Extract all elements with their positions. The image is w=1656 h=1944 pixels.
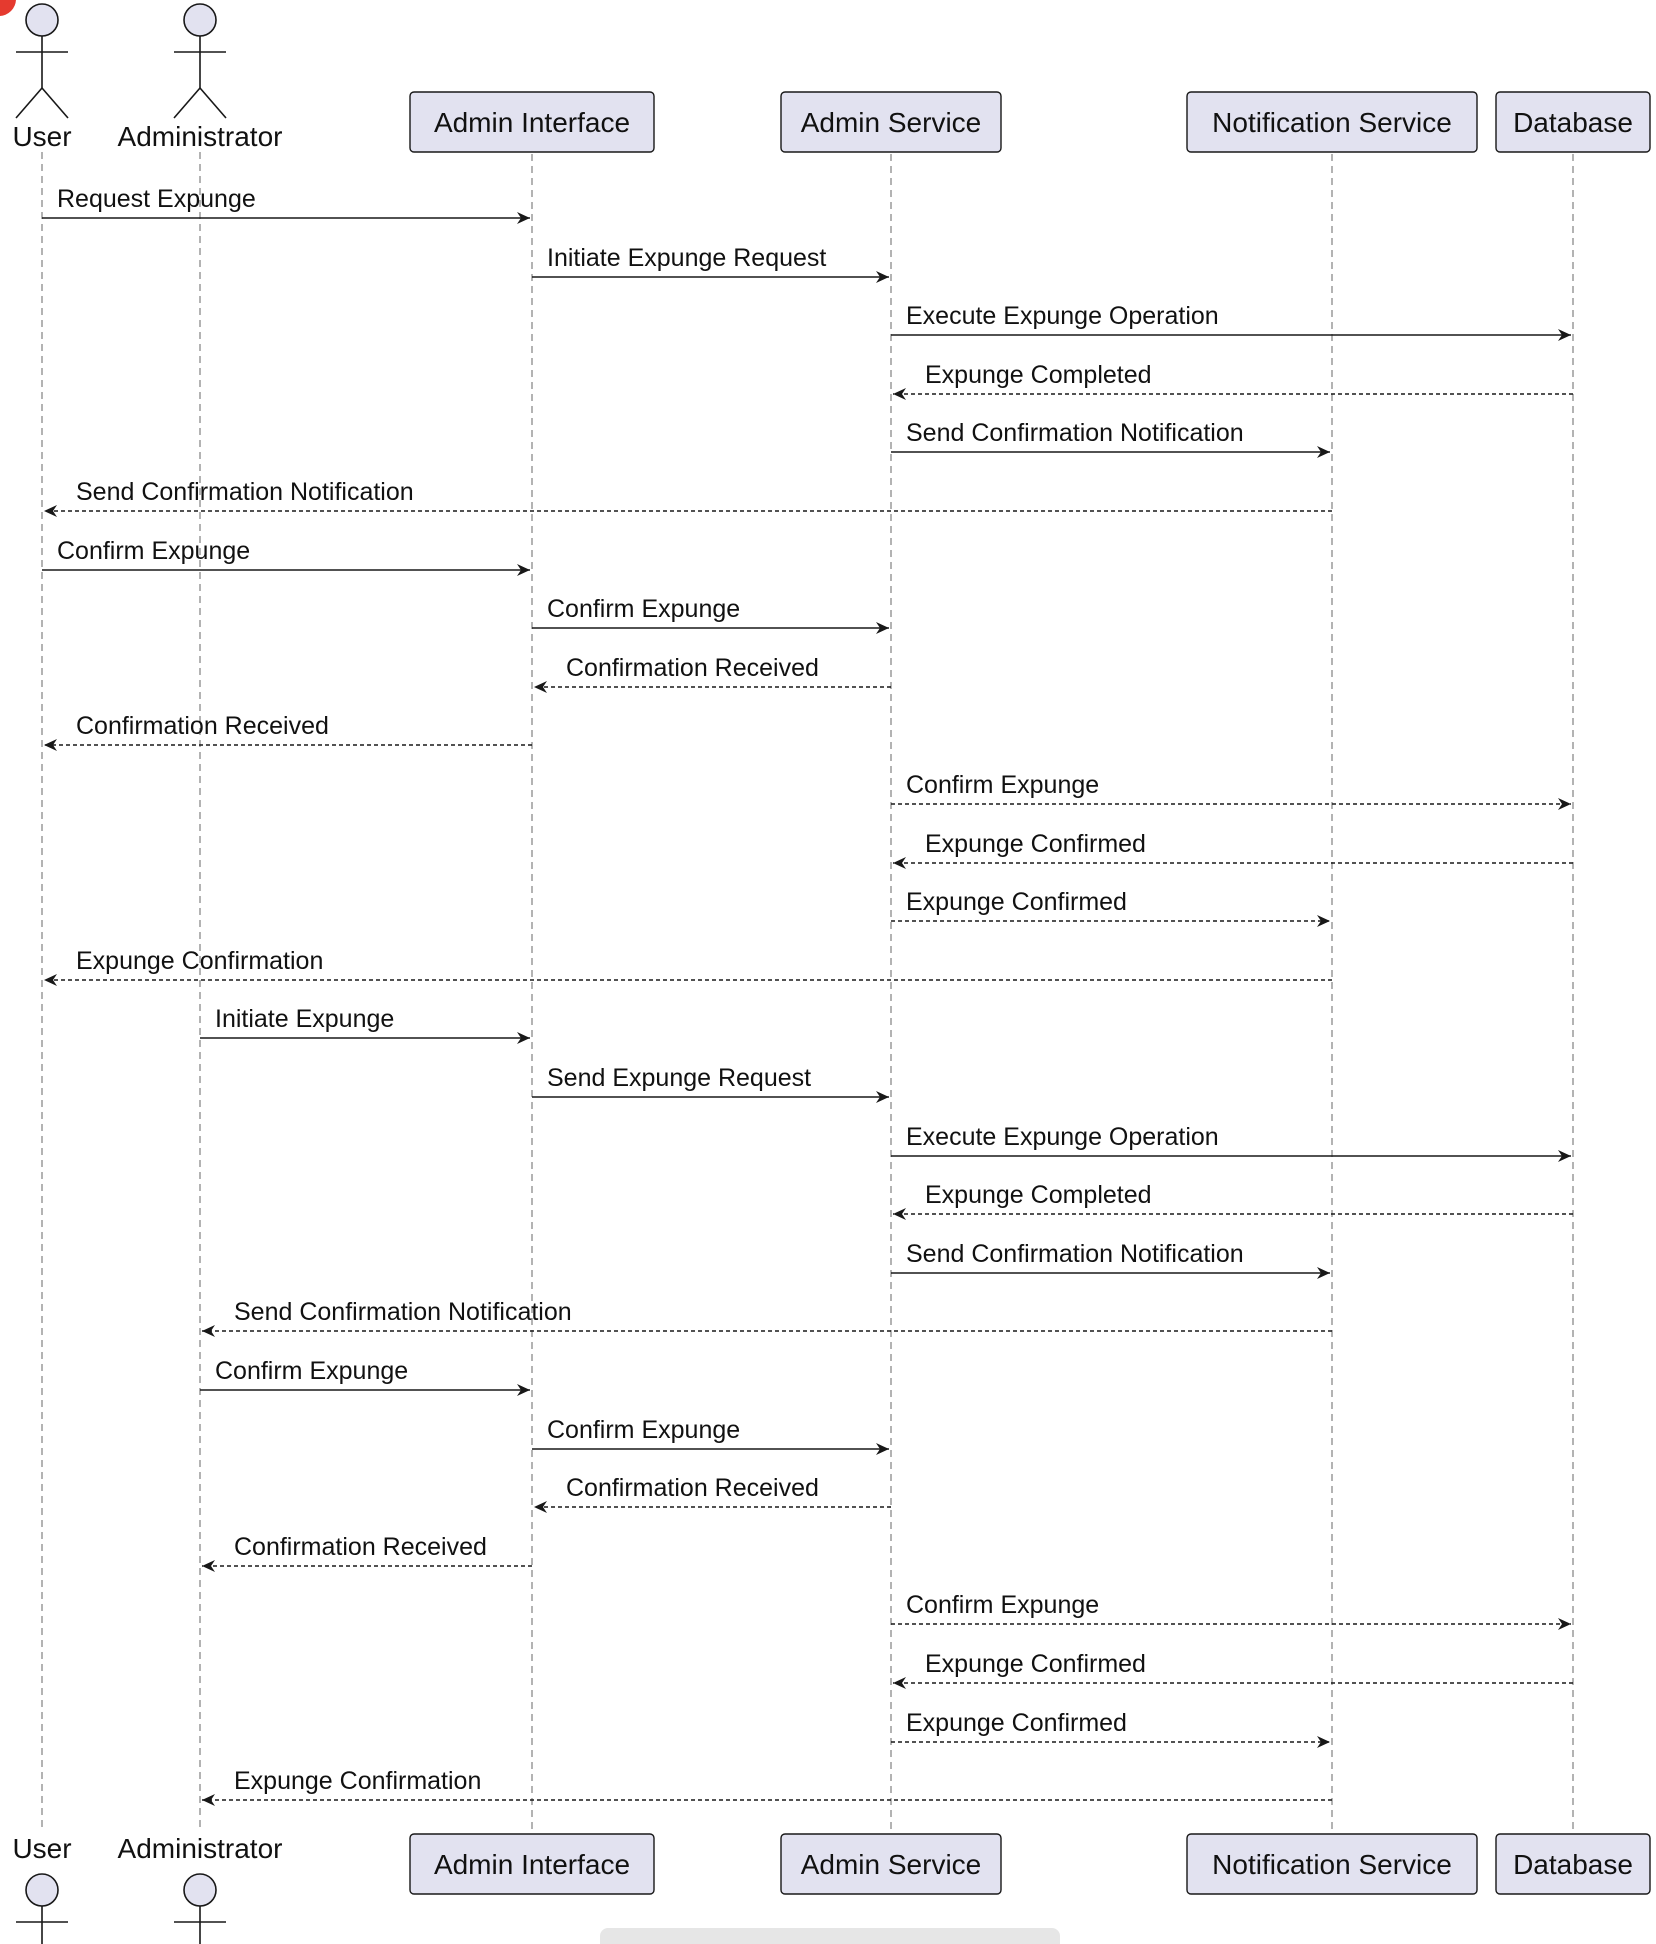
participant-label: Admin Service — [801, 107, 982, 138]
message-1: Request Expunge — [42, 185, 530, 224]
participant-ui-bottom: Admin Interface — [409, 1833, 655, 1895]
message-9: Confirmation Received — [534, 654, 891, 693]
actor-admin-bottom: Administrator — [118, 1833, 283, 1944]
message-21: Confirm Expunge — [200, 1357, 530, 1396]
message-label: Initiate Expunge — [215, 1005, 394, 1033]
participant-label: Admin Interface — [434, 107, 630, 138]
message-5: Send Confirmation Notification — [891, 419, 1330, 458]
message-label: Expunge Confirmed — [906, 1709, 1127, 1737]
participant-label: Admin Interface — [434, 1849, 630, 1880]
message-11: Confirm Expunge — [891, 771, 1571, 810]
message-3: Execute Expunge Operation — [891, 302, 1571, 341]
participant-svc-top: Admin Service — [780, 91, 1002, 153]
actor-label: Administrator — [118, 1833, 283, 1864]
message-6: Send Confirmation Notification — [44, 478, 1332, 517]
message-label: Confirmation Received — [76, 712, 329, 740]
message-2: Initiate Expunge Request — [532, 244, 889, 283]
message-label: Confirm Expunge — [215, 1357, 408, 1385]
message-label: Initiate Expunge Request — [547, 244, 826, 272]
message-label: Send Confirmation Notification — [906, 419, 1244, 447]
participant-notif-top: Notification Service — [1186, 91, 1478, 153]
message-label: Confirm Expunge — [547, 1416, 740, 1444]
message-label: Expunge Confirmation — [76, 947, 323, 975]
message-15: Initiate Expunge — [200, 1005, 530, 1044]
participant-svc-bottom: Admin Service — [780, 1833, 1002, 1895]
message-label: Confirm Expunge — [547, 595, 740, 623]
message-label: Confirmation Received — [566, 1474, 819, 1502]
message-label: Confirmation Received — [566, 654, 819, 682]
message-10: Confirmation Received — [44, 712, 532, 751]
message-16: Send Expunge Request — [532, 1064, 889, 1103]
message-label: Confirm Expunge — [906, 771, 1099, 799]
actor-head-icon — [25, 1873, 59, 1907]
message-label: Send Confirmation Notification — [234, 1298, 572, 1326]
message-23: Confirmation Received — [534, 1474, 891, 1513]
message-label: Expunge Completed — [925, 361, 1152, 389]
participant-label: Admin Service — [801, 1849, 982, 1880]
message-label: Confirm Expunge — [906, 1591, 1099, 1619]
message-label: Send Expunge Request — [547, 1064, 811, 1092]
message-label: Expunge Confirmed — [906, 888, 1127, 916]
message-label: Send Confirmation Notification — [76, 478, 414, 506]
message-22: Confirm Expunge — [532, 1416, 889, 1455]
message-28: Expunge Confirmation — [202, 1767, 1332, 1806]
message-20: Send Confirmation Notification — [202, 1298, 1332, 1337]
participant-label: Database — [1513, 1849, 1633, 1880]
message-label: Execute Expunge Operation — [906, 1123, 1219, 1151]
participant-label: Database — [1513, 107, 1633, 138]
message-13: Expunge Confirmed — [891, 888, 1330, 927]
message-label: Confirm Expunge — [57, 537, 250, 565]
participant-label: Notification Service — [1212, 107, 1452, 138]
participant-db-bottom: Database — [1495, 1833, 1651, 1895]
message-12: Expunge Confirmed — [893, 830, 1573, 869]
actor-admin-top: Administrator — [118, 3, 283, 152]
message-label: Expunge Confirmed — [925, 1650, 1146, 1678]
message-26: Expunge Confirmed — [893, 1650, 1573, 1689]
actor-label: Administrator — [118, 121, 283, 152]
actor-label: User — [12, 121, 71, 152]
message-label: Expunge Confirmed — [925, 830, 1146, 858]
actor-label: User — [12, 1833, 71, 1864]
message-label: Send Confirmation Notification — [906, 1240, 1244, 1268]
actor-user-top: User — [12, 3, 72, 152]
message-label: Confirmation Received — [234, 1533, 487, 1561]
message-27: Expunge Confirmed — [891, 1709, 1330, 1748]
message-14: Expunge Confirmation — [44, 947, 1332, 986]
message-18: Expunge Completed — [893, 1181, 1573, 1220]
participant-db-top: Database — [1495, 91, 1651, 153]
message-17: Execute Expunge Operation — [891, 1123, 1571, 1162]
message-7: Confirm Expunge — [42, 537, 530, 576]
actor-head-icon — [25, 3, 59, 37]
actor-head-icon — [183, 3, 217, 37]
participant-label: Notification Service — [1212, 1849, 1452, 1880]
message-label: Request Expunge — [57, 185, 256, 213]
message-8: Confirm Expunge — [532, 595, 889, 634]
actor-user-bottom: User — [12, 1833, 72, 1944]
message-label: Expunge Confirmation — [234, 1767, 481, 1795]
message-label: Expunge Completed — [925, 1181, 1152, 1209]
horizontal-scrollbar[interactable] — [600, 1928, 1060, 1944]
message-24: Confirmation Received — [202, 1533, 532, 1572]
participant-notif-bottom: Notification Service — [1186, 1833, 1478, 1895]
message-label: Execute Expunge Operation — [906, 302, 1219, 330]
participant-ui-top: Admin Interface — [409, 91, 655, 153]
message-25: Confirm Expunge — [891, 1591, 1571, 1630]
actor-head-icon — [183, 1873, 217, 1907]
message-4: Expunge Completed — [893, 361, 1573, 400]
message-19: Send Confirmation Notification — [891, 1240, 1330, 1279]
